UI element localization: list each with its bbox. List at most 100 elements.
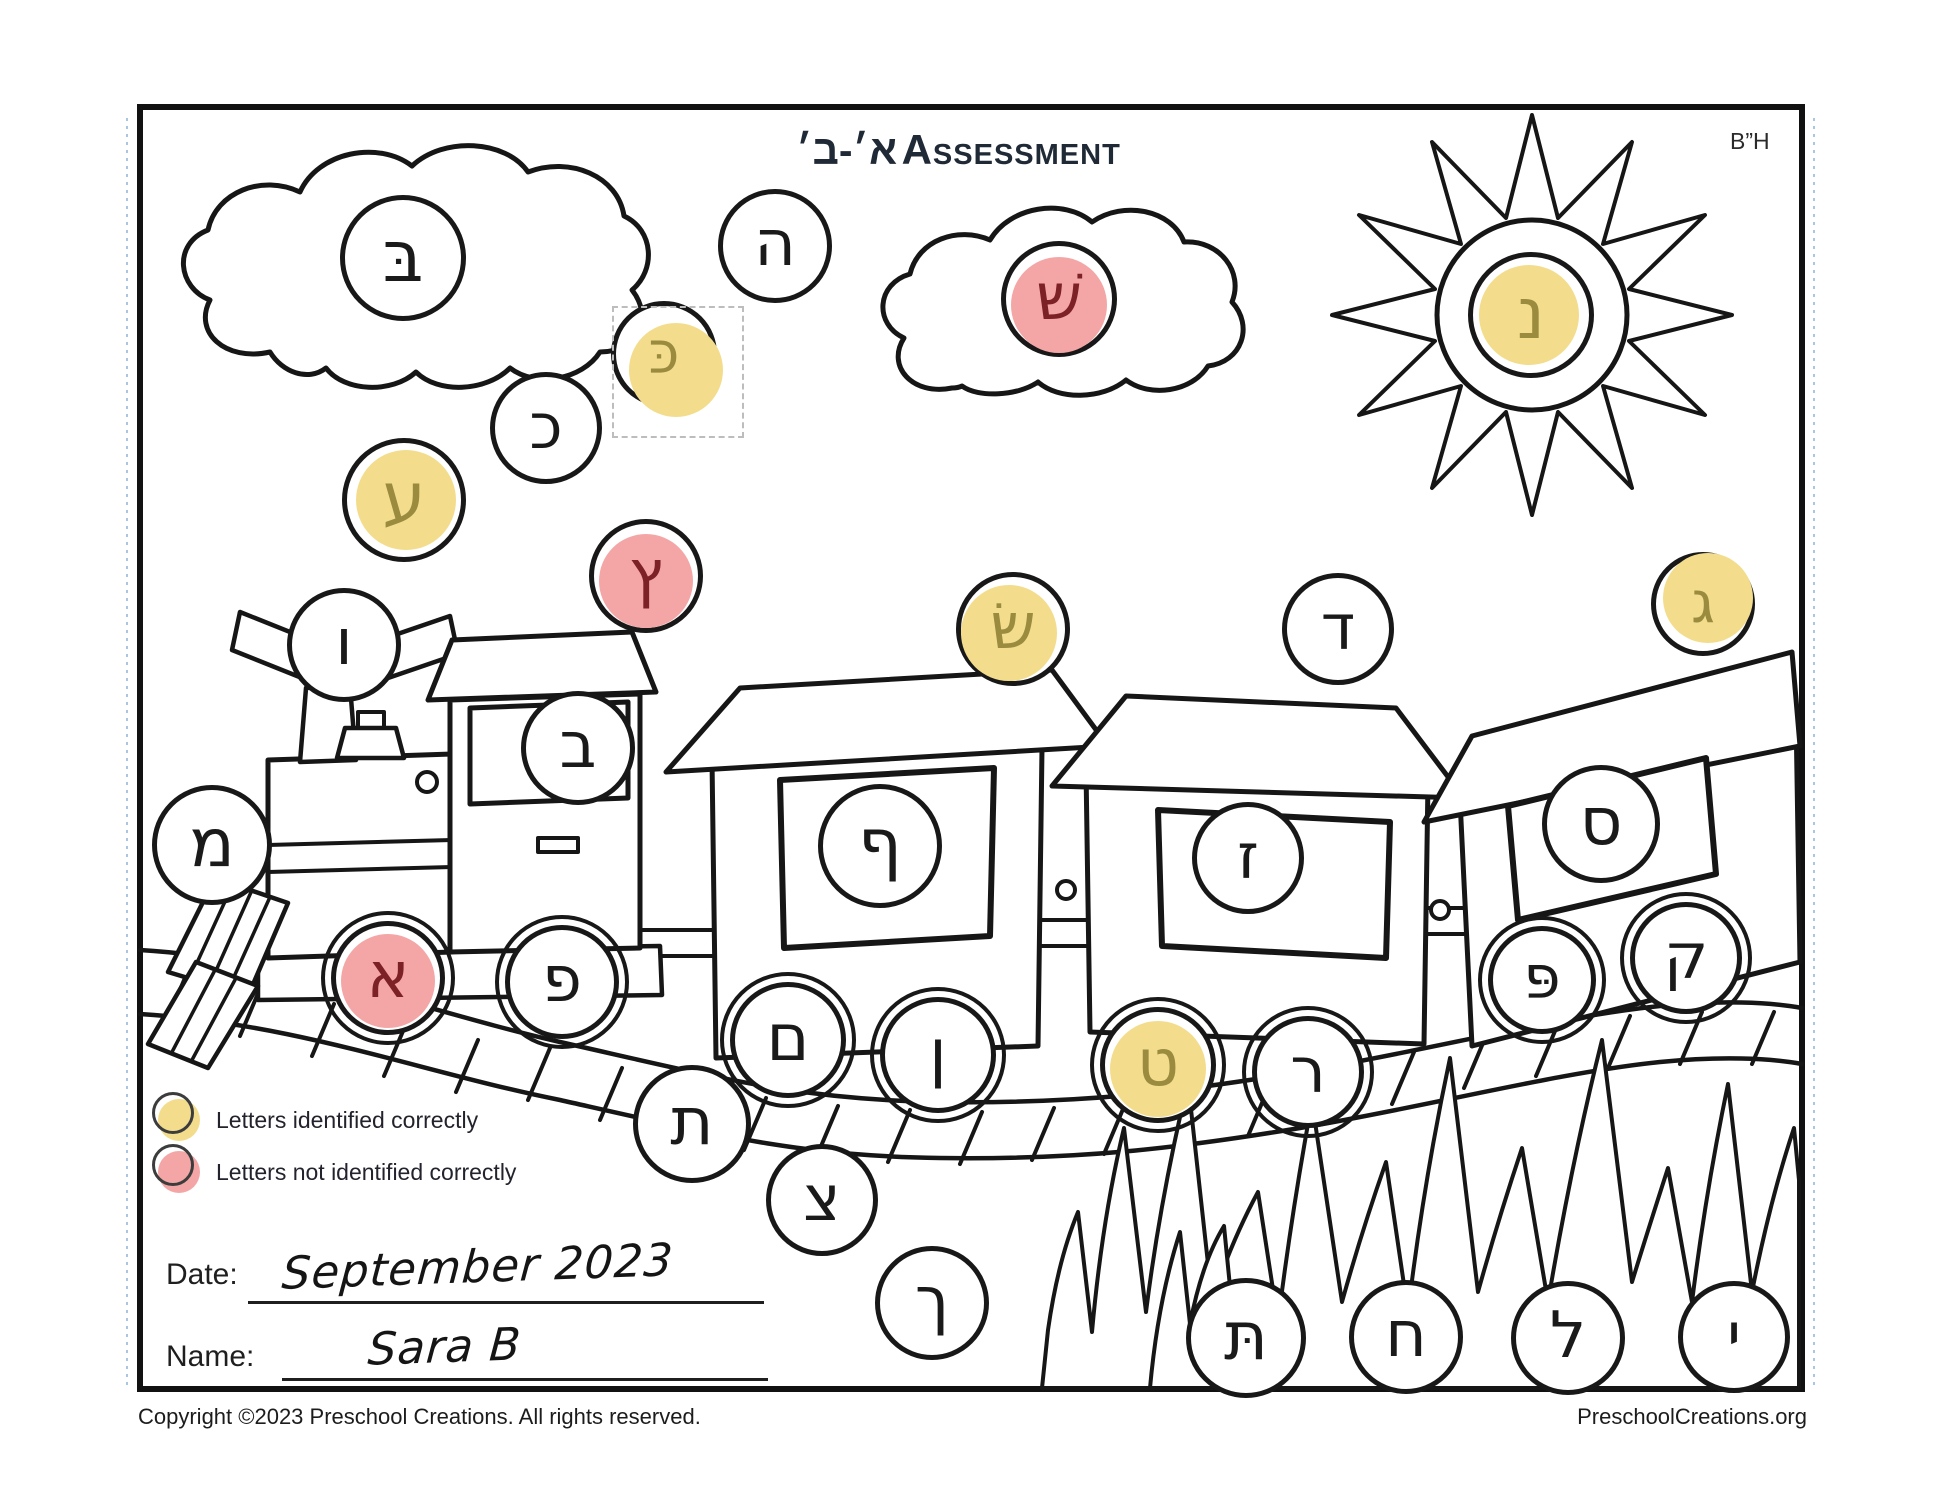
letter-tsadi: צ [766,1144,878,1256]
letter-nun: נ [1468,252,1594,378]
highlight-incorrect[interactable] [1011,257,1107,353]
highlight-correct[interactable] [1479,265,1579,365]
legend-swatch-correct-icon [152,1092,200,1141]
letter-yud: י [1678,1281,1790,1393]
page-title: א׳-ב׳ Assessment [796,126,1121,174]
highlight-correct[interactable] [356,450,456,550]
selection-outline[interactable] [612,306,744,438]
coupling [1034,918,1094,948]
letter-tet: ט [1090,997,1226,1133]
letter-hey: ה [718,189,832,303]
besiyata-dishmaya: B”H [1730,128,1770,154]
wheel-ring [1242,1006,1374,1138]
letter-bet-dagesh: בּ [340,195,466,321]
letter-glyph: בּ [382,214,424,298]
letter-chet: ח [1349,1280,1463,1394]
letter-tsadi-sofit: ץ [589,519,703,633]
letter-glyph: צ [803,1161,841,1235]
letter-glyph: י [1726,1298,1742,1372]
letter-sin: שׂ [956,572,1070,686]
wheel-ring [870,987,1006,1123]
letter-glyph: שׁ [1035,259,1083,335]
letter-glyph: תּ [1223,1296,1269,1375]
highlight-correct[interactable] [629,323,723,417]
letter-glyph: ע [382,457,426,538]
letter-glyph: ם [766,1000,810,1076]
date-label: Date: [166,1258,238,1291]
letter-pey-sofit: ף [818,784,942,908]
legend-swatch-incorrect-icon [152,1144,200,1193]
highlight-correct[interactable] [961,585,1057,681]
wheel-ring [321,911,455,1045]
letter-zayin: ז [1192,802,1304,914]
cowcatcher [145,875,291,1071]
cab-handle [536,836,580,854]
letter-pey-dagesh: פּ [1478,916,1606,1044]
letter-nun-sofit: ן [870,987,1006,1123]
letter-glyph: ב [559,709,597,783]
letter-glyph: ץ [628,537,664,611]
letter-lamed: ל [1511,1281,1625,1395]
wheel-ring [495,915,629,1049]
letter-glyph: שׂ [990,590,1036,664]
letter-glyph: ס [1579,783,1623,860]
letter-glyph: ף [857,803,903,884]
copyright-text: Copyright ©2023 Preschool Creations. All… [138,1404,701,1429]
name-line [282,1378,768,1381]
letter-qof: ק [1620,892,1752,1024]
date-line [248,1301,764,1304]
letter-glyph: ת [670,1083,714,1160]
letter-alef: א [321,911,455,1045]
letter-shin: שׁ [1001,241,1117,357]
letter-tav: ת [633,1065,751,1183]
letter-khaf: כ [490,372,602,484]
letter-glyph: ן [929,1015,947,1091]
letter-pey: פ [495,915,629,1049]
letter-resh: ר [1242,1006,1374,1138]
highlight-correct[interactable] [1110,1021,1206,1117]
highlight-incorrect[interactable] [341,934,435,1028]
website-text: PreschoolCreations.org [1577,1404,1807,1429]
letter-samekh: ס [1542,765,1660,883]
letter-glyph: כ [529,389,563,463]
wheel-ring [1620,892,1752,1024]
wheel-ring [720,972,856,1108]
letter-tav-dagesh: תּ [1186,1278,1306,1398]
locomotive [145,609,665,1071]
legend-item-incorrect: Letters not identified correctly [152,1144,517,1193]
letter-glyph: פ [542,943,582,1017]
legend-label: Letters not identified correctly [216,1158,517,1185]
letter-glyph: כּ [648,317,680,387]
highlight-incorrect[interactable] [599,534,693,628]
highlight-correct[interactable] [1663,553,1753,643]
letter-ayin: ע [342,438,466,562]
letter-bet: ב [521,691,635,805]
rivet [415,770,439,794]
letter-glyph: ח [1385,1298,1427,1372]
letter-glyph: ק [1663,919,1709,993]
letter-mem-sofit: ם [720,972,856,1108]
letter-glyph: פּ [1523,943,1561,1013]
letter-glyph: ה [754,207,796,281]
legend-item-correct: Letters identified correctly [152,1092,479,1141]
title-hebrew: א׳-ב׳ [796,127,898,173]
letter-gimel: ג [1651,552,1755,656]
letter-glyph: ר [1290,1033,1326,1107]
letter-glyph: מ [189,803,235,882]
steam-dome [334,725,407,761]
letter-vav: ו [287,588,401,702]
wheel-ring [1478,916,1606,1044]
letter-khaf-sofit: ך [875,1246,989,1360]
letter-mem: מ [152,785,272,905]
letter-glyph: ט [1136,1025,1180,1101]
letter-glyph: א [366,939,410,1013]
letter-glyph: נ [1516,271,1546,355]
letter-glyph: ו [335,606,353,680]
title-text: Assessment [901,126,1121,173]
name-label: Name: [166,1340,255,1373]
legend-label: Letters identified correctly [216,1106,479,1133]
letter-glyph: ד [1320,590,1356,664]
letter-glyph: ג [1691,568,1715,636]
letter-dalet: ד [1282,573,1394,685]
